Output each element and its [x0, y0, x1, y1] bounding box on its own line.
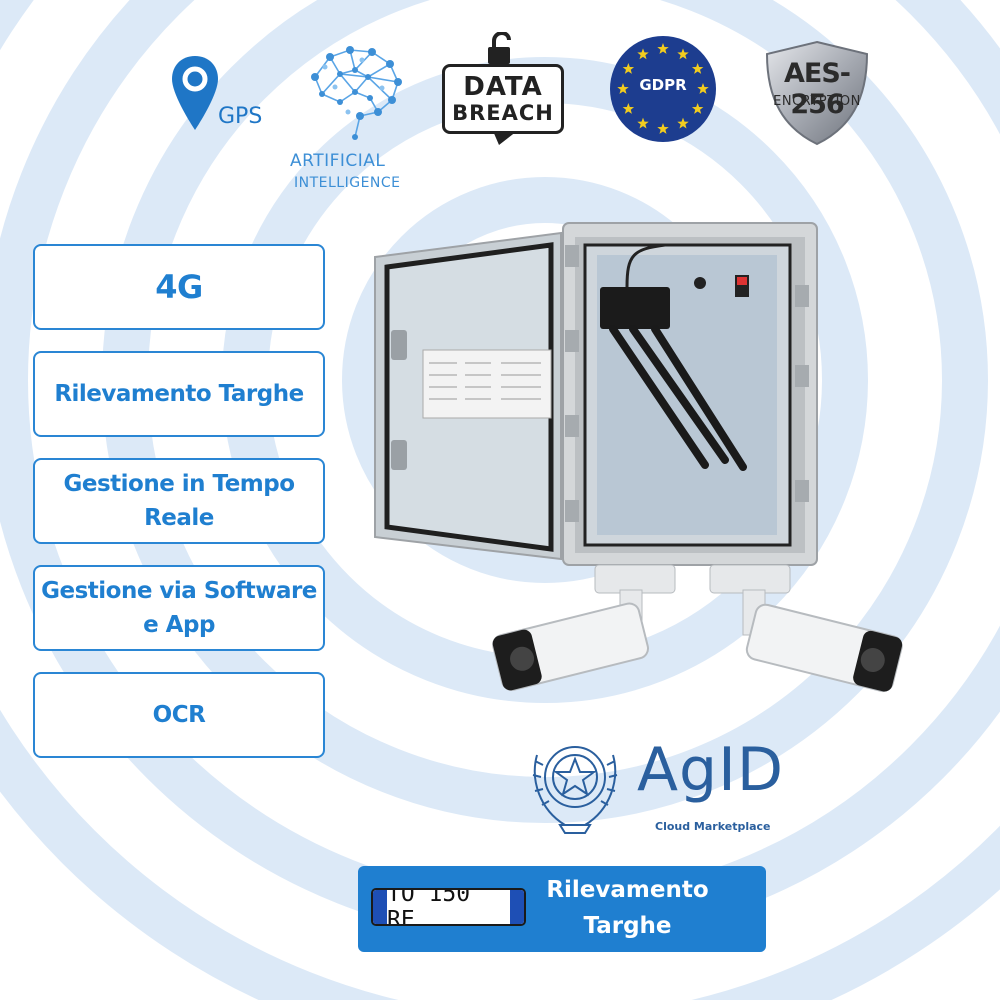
feature-4g: 4G — [33, 244, 325, 330]
feature-ocr: OCR — [33, 672, 325, 758]
ai-label-line2: INTELLIGENCE — [294, 175, 401, 191]
ai-label: ARTIFICIAL INTELLIGENCE — [290, 150, 415, 194]
gdpr-star — [677, 48, 689, 60]
gdpr-star — [677, 117, 689, 129]
agid-logo-text: AgID — [637, 735, 785, 805]
gdpr-star — [637, 117, 649, 129]
shield-icon — [765, 40, 869, 146]
gdpr-star — [691, 63, 704, 74]
data-breach-line2: BREACH — [452, 101, 554, 125]
feature-real-time: Gestione in Tempo Reale — [33, 458, 325, 544]
aes-sublabel: ENCRYPTION — [773, 94, 861, 109]
gdpr-star — [657, 123, 669, 134]
plate-region-band — [510, 890, 524, 924]
gdpr-stars-icon — [610, 36, 716, 142]
gdpr-star — [617, 83, 629, 94]
agid-sublabel: Cloud Marketplace — [655, 820, 771, 833]
aes-label: AES-256 — [784, 58, 851, 120]
banner-label: Rilevamento Targhe — [530, 872, 725, 944]
gdpr-star — [622, 103, 635, 114]
open-padlock-icon — [488, 32, 511, 64]
plate-eu-band — [373, 890, 387, 924]
banner-label-line1: Rilevamento — [546, 877, 709, 903]
gps-pin-icon — [172, 56, 218, 130]
banner-label-line2: Targhe — [583, 913, 672, 939]
ai-brain-icon — [311, 46, 402, 140]
device-cabinet-image — [374, 222, 903, 693]
data-breach-line1: DATA — [463, 72, 543, 102]
gdpr-label: GDPR — [639, 76, 687, 94]
ai-label-line1: ARTIFICIAL — [290, 151, 386, 171]
gdpr-star — [637, 48, 649, 60]
gdpr-star — [697, 83, 709, 94]
feature-software-app: Gestione via Software e App — [33, 565, 325, 651]
plate-number: TO 150 RE — [387, 888, 471, 926]
gps-label: GPS — [218, 104, 263, 129]
data-breach-pointer — [493, 131, 517, 145]
license-plate: TO 150 RE — [371, 888, 526, 926]
data-breach-badge: DATA BREACH — [442, 64, 564, 134]
gdpr-star — [691, 103, 704, 114]
feature-plate-recognition: Rilevamento Targhe — [33, 351, 325, 437]
gdpr-star — [657, 43, 669, 54]
italian-emblem-icon — [532, 746, 618, 834]
gdpr-star — [622, 63, 635, 74]
